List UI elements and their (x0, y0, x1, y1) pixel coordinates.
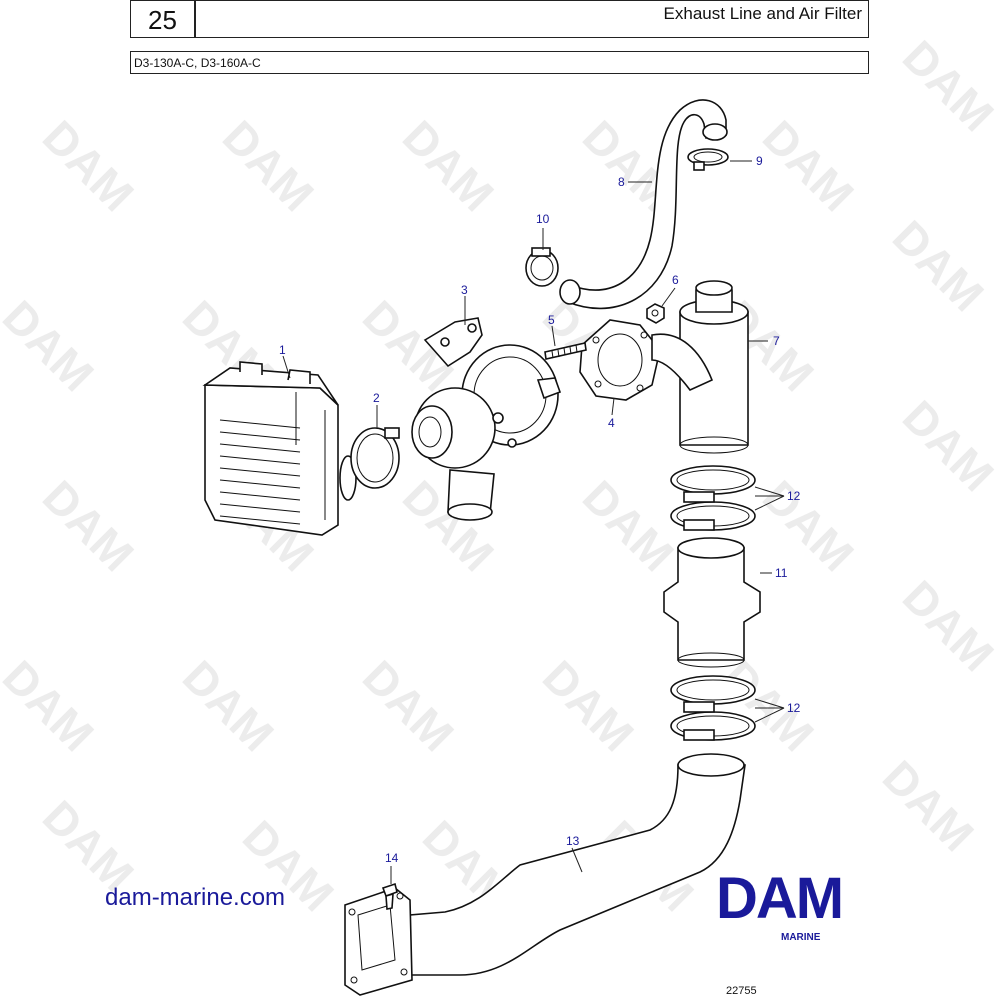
watermark: DAM (213, 110, 324, 221)
watermark: DAM (33, 110, 144, 221)
watermark: DAM (893, 30, 1000, 141)
turbocharger-part-3 (411, 317, 562, 521)
watermark: DAM (573, 470, 684, 581)
bolt-part-14 (381, 882, 398, 910)
hose-part-8 (559, 99, 728, 310)
watermark-layer: DAM DAM DAM DAM DAM DAM DAM DAM DAM DAM … (0, 30, 1000, 921)
watermark: DAM (893, 390, 1000, 501)
clamp-part-2 (350, 427, 400, 489)
callout-4: 4 (608, 416, 615, 430)
watermark: DAM (753, 110, 864, 221)
callout-6: 6 (672, 273, 679, 287)
air-filter-part-1 (202, 361, 357, 536)
page-title: Exhaust Line and Air Filter (663, 4, 862, 23)
drawing-number: 22755 (726, 985, 757, 997)
watermark: DAM (883, 210, 994, 321)
nut-part-6 (646, 303, 665, 324)
callout-5: 5 (548, 313, 555, 327)
section-number-box: 25 (130, 0, 195, 38)
callout-7: 7 (773, 334, 780, 348)
watermark: DAM (753, 470, 864, 581)
stud-part-5 (544, 342, 587, 360)
clamp-pair-upper-part-12 (670, 465, 756, 531)
logo-subtext: MARINE (781, 932, 821, 943)
watermark: DAM (0, 650, 104, 761)
callout-labels: 1 2 3 4 5 6 7 8 9 10 11 12 12 13 14 (279, 154, 801, 865)
watermark: DAM (173, 650, 284, 761)
clamp-part-9 (687, 148, 729, 171)
watermark: DAM (33, 470, 144, 581)
watermark: DAM (0, 290, 104, 401)
clamp-part-10 (525, 247, 559, 287)
hose-connector-part-11 (663, 537, 761, 668)
watermark: DAM (713, 650, 824, 761)
watermark: DAM (353, 650, 464, 761)
models-box: D3-130A-C, D3-160A-C (130, 51, 869, 74)
callout-12-lower: 12 (787, 701, 801, 715)
title-box: Exhaust Line and Air Filter (195, 0, 869, 38)
section-number: 25 (148, 5, 177, 35)
callout-9: 9 (756, 154, 763, 168)
watermark: DAM (873, 750, 984, 861)
callout-14: 14 (385, 851, 399, 865)
callout-11: 11 (775, 566, 788, 580)
callout-8: 8 (618, 175, 625, 189)
exhaust-pipe-part-13 (344, 753, 746, 996)
callout-13: 13 (566, 834, 580, 848)
callout-3: 3 (461, 283, 468, 297)
watermark: DAM (393, 110, 504, 221)
watermark: DAM (893, 570, 1000, 681)
callout-2: 2 (373, 391, 380, 405)
logo-text: DAM (716, 866, 842, 931)
callout-1: 1 (279, 343, 286, 357)
engine-models: D3-130A-C, D3-160A-C (134, 56, 261, 70)
callout-10: 10 (536, 212, 550, 226)
dam-marine-logo: DAM MARINE (716, 866, 844, 943)
leader-lines (282, 160, 785, 884)
elbow-part-7 (651, 280, 749, 454)
website-link[interactable]: dam-marine.com (105, 884, 286, 911)
flange-part-4 (579, 319, 661, 401)
watermark: DAM (533, 650, 644, 761)
clamp-pair-lower-part-12 (670, 675, 756, 741)
callout-12-upper: 12 (787, 489, 801, 503)
